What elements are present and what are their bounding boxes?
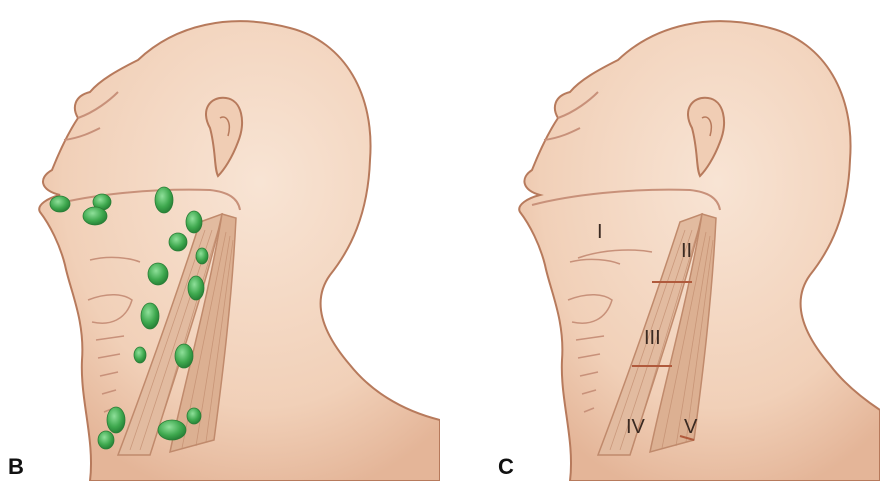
panel-letter-c: C xyxy=(498,456,514,478)
lymph-node xyxy=(175,344,193,368)
panel-c: I II III IV V C xyxy=(440,0,880,481)
level-label-ii: II xyxy=(681,240,692,262)
head-neck-illustration-c: I II III IV V xyxy=(440,0,880,481)
panel-letter-b: B xyxy=(8,456,24,478)
lymph-node xyxy=(141,303,159,329)
head-outline xyxy=(39,21,440,481)
lymph-node xyxy=(196,248,208,264)
lymph-node xyxy=(107,407,125,433)
lymph-node xyxy=(50,196,70,212)
lymph-node xyxy=(169,233,187,251)
head-neck-illustration-b xyxy=(0,0,440,481)
lymph-node xyxy=(83,207,107,225)
lymph-node xyxy=(148,263,168,285)
lymph-node xyxy=(158,420,186,440)
lymph-node xyxy=(98,431,114,449)
lymph-node xyxy=(186,211,202,233)
lymph-node xyxy=(188,276,204,300)
panel-b: B xyxy=(0,0,440,481)
level-label-iii: III xyxy=(644,327,661,349)
level-label-i: I xyxy=(597,221,603,243)
lymph-node xyxy=(155,187,173,213)
lymph-node xyxy=(187,408,201,424)
level-label-iv: IV xyxy=(626,416,646,438)
lymph-node xyxy=(134,347,146,363)
level-label-v: V xyxy=(684,416,698,438)
